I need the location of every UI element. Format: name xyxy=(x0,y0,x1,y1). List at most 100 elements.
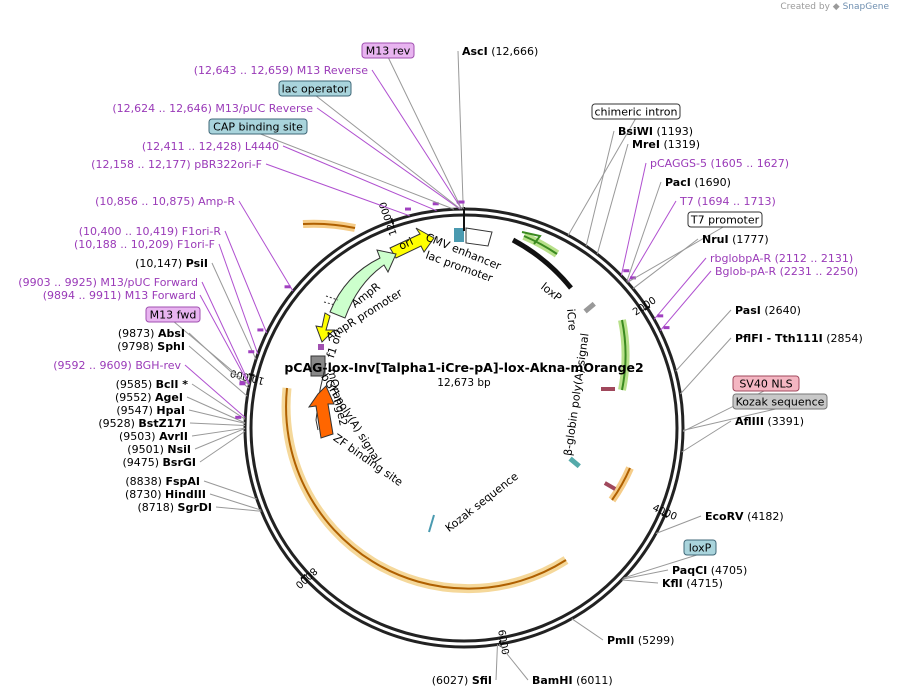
site-name: PmlI xyxy=(607,634,634,647)
site-position: (12,666) xyxy=(491,45,538,58)
site-position: (1193) xyxy=(656,125,693,138)
primer-leader xyxy=(653,257,707,320)
feature-label-box[interactable] xyxy=(145,306,201,323)
ori-arrow[interactable] xyxy=(389,227,435,259)
primer-label[interactable]: (12,158 .. 12,177) pBR322ori-F xyxy=(91,158,262,171)
primer-label[interactable]: (10,188 .. 10,209) F1ori-F xyxy=(74,238,215,251)
site-leader xyxy=(457,50,464,210)
primer-label[interactable]: T7 (1694 .. 1713) xyxy=(679,195,776,208)
primer-mark xyxy=(657,314,664,318)
restriction-site[interactable]: PmlI (5299) xyxy=(607,634,674,647)
site-name: BstZ17I xyxy=(138,417,186,430)
restriction-site[interactable]: (9501) NsiI xyxy=(127,443,191,456)
site-name: AscI xyxy=(462,45,488,58)
tick-label: 6000 xyxy=(495,629,510,656)
site-position: (4182) xyxy=(747,510,784,523)
site-leader xyxy=(655,515,702,534)
feature-block-zf[interactable] xyxy=(428,514,435,533)
restriction-site[interactable]: PflFI - Tth111I (2854) xyxy=(735,332,863,345)
restriction-site[interactable]: (8718) SgrDI xyxy=(137,501,212,514)
restriction-site[interactable]: BsiWI (1193) xyxy=(618,125,693,138)
primer-label[interactable]: (10,400 .. 10,419) F1ori-R xyxy=(79,225,222,238)
feature-block-loxp[interactable] xyxy=(583,301,596,314)
restriction-site[interactable]: (10,147) PsiI xyxy=(135,257,208,270)
restriction-site[interactable]: (8730) HindIII xyxy=(125,488,206,501)
primer-mark xyxy=(239,382,246,386)
restriction-site[interactable]: (9585) BclI * xyxy=(116,378,189,391)
site-leader xyxy=(622,569,669,580)
site-leader xyxy=(191,427,246,437)
primer-label[interactable]: (10,856 .. 10,875) Amp-R xyxy=(95,195,235,208)
ampr-arrow[interactable] xyxy=(329,249,397,319)
feature-label-box[interactable] xyxy=(683,539,717,556)
site-leader xyxy=(189,422,246,426)
restriction-site[interactable]: (9528) BstZ17I xyxy=(98,417,186,430)
restriction-site[interactable]: BamHI (6011) xyxy=(532,674,613,687)
primer-label[interactable]: (9592 .. 9609) BGH-rev xyxy=(53,359,181,372)
primer-label[interactable]: (12,624 .. 12,646) M13/pUC Reverse xyxy=(112,102,313,115)
restriction-site[interactable]: (9552) AgeI xyxy=(115,391,183,404)
feature-label-box[interactable] xyxy=(208,118,308,135)
restriction-site[interactable]: NruI (1777) xyxy=(702,233,769,246)
primer-leader xyxy=(238,200,294,292)
restriction-site[interactable]: KflI (4715) xyxy=(662,577,723,590)
feature-label-box[interactable] xyxy=(591,103,681,120)
feature-block-kozak[interactable] xyxy=(603,481,617,491)
feature-block-primer[interactable] xyxy=(318,344,324,350)
restriction-site[interactable]: (8838) FspAI xyxy=(125,475,200,488)
site-position: (9503) xyxy=(119,430,156,443)
restriction-site[interactable]: (6027) SfiI xyxy=(432,674,492,687)
site-position: (9501) xyxy=(127,443,164,456)
inner-label: iCre xyxy=(564,308,579,331)
restriction-site[interactable]: (9503) AvrII xyxy=(119,430,188,443)
primer-label[interactable]: (12,411 .. 12,428) L4440 xyxy=(142,140,279,153)
feature-arc-ires-edge xyxy=(611,467,631,501)
restriction-site[interactable]: PaqCI (4705) xyxy=(672,564,747,577)
feature-block-loxp2[interactable] xyxy=(568,456,581,469)
feature-label-box[interactable] xyxy=(687,211,763,228)
restriction-site[interactable]: (9475) BsrGI xyxy=(122,456,196,469)
feature-label-box[interactable] xyxy=(278,80,352,97)
site-leader xyxy=(632,238,699,290)
primer-label[interactable]: (9903 .. 9925) M13/pUC Forward xyxy=(18,276,198,289)
feature-leader xyxy=(172,320,250,386)
primer-label[interactable]: Bglob-pA-R (2231 .. 2250) xyxy=(715,265,858,278)
primer-leader xyxy=(371,69,463,210)
restriction-site[interactable]: PasI (2640) xyxy=(735,304,801,317)
primer-label[interactable]: (12,643 .. 12,659) M13 Reverse xyxy=(194,64,368,77)
primer-leader xyxy=(659,270,712,332)
feature-label: loxP xyxy=(689,542,712,555)
feature-arc-cre[interactable] xyxy=(511,237,573,290)
morange2-arrow[interactable] xyxy=(307,385,335,439)
restriction-site[interactable]: AflIII (3391) xyxy=(735,415,804,428)
restriction-site[interactable]: (9798) SphI xyxy=(117,340,185,353)
site-position: (4705) xyxy=(711,564,748,577)
primer-label[interactable]: pCAGGS-5 (1605 .. 1627) xyxy=(650,157,789,170)
primer-label[interactable]: (9894 .. 9911) M13 Forward xyxy=(43,289,196,302)
site-leader xyxy=(188,332,249,389)
primer-label[interactable]: rbglobpA-R (2112 .. 2131) xyxy=(710,252,853,265)
restriction-site[interactable]: AscI (12,666) xyxy=(462,45,538,58)
restriction-site[interactable]: EcoRV (4182) xyxy=(705,510,784,523)
site-name: PflFI - Tth111I xyxy=(735,332,823,345)
feature-block-lac-operator[interactable] xyxy=(454,228,464,242)
site-position: (1690) xyxy=(694,176,731,189)
site-name: HpaI xyxy=(156,404,185,417)
restriction-site[interactable]: (9873) AbsI xyxy=(118,327,185,340)
restriction-site[interactable]: MreI (1319) xyxy=(632,138,700,151)
feature-block-cmv[interactable] xyxy=(465,227,493,247)
ori-label: ori xyxy=(397,235,415,253)
f1-ori-arrow[interactable] xyxy=(315,312,336,343)
feature-label-box[interactable] xyxy=(732,375,800,392)
site-name: NsiI xyxy=(167,443,191,456)
map-labels: AscI (12,666) BsiWI (1193)MreI (1319) PacI… xyxy=(18,42,863,687)
primer-mark xyxy=(456,200,463,204)
feature-label-box[interactable] xyxy=(732,393,828,410)
snapgene-logo-icon: ◆ xyxy=(832,2,840,12)
feature-label-box[interactable] xyxy=(361,42,415,59)
site-leader xyxy=(188,345,248,397)
restriction-site[interactable]: PacI (1690) xyxy=(665,176,731,189)
restriction-site[interactable]: (9547) HpaI xyxy=(116,404,185,417)
site-position: (6011) xyxy=(576,674,613,687)
feature-block-sv40[interactable] xyxy=(601,387,615,391)
